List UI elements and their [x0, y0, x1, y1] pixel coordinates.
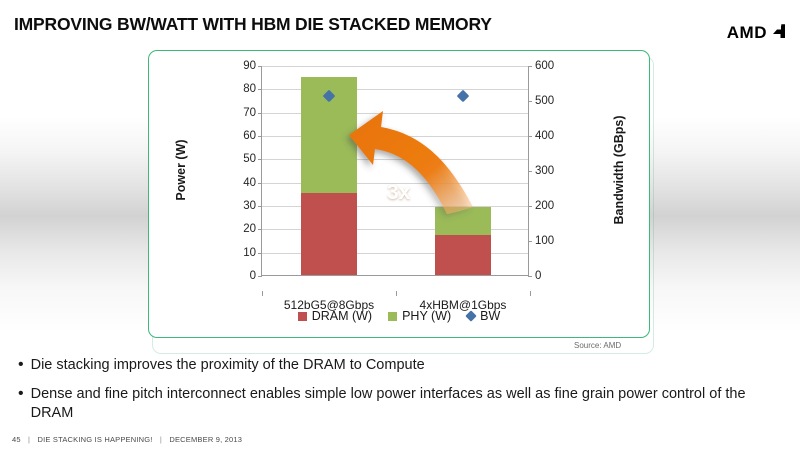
gridline	[262, 89, 528, 91]
footer-separator-1: |	[28, 435, 31, 444]
y-axis-right-tick-mark	[528, 276, 532, 277]
chart-legend: DRAM (W) PHY (W) BW	[149, 309, 649, 323]
legend-swatch-icon	[388, 311, 398, 321]
y-axis-left-tick-label: 60	[243, 130, 256, 142]
y-axis-right-title: Bandwidth (GBps)	[612, 115, 626, 225]
bullet-item: • Dense and fine pitch interconnect enabl…	[18, 385, 786, 423]
y-axis-left-tick-label: 20	[243, 223, 256, 236]
y-axis-right-tick-label: 600	[535, 60, 555, 72]
y-axis-left-tick-mark	[258, 66, 262, 67]
y-axis-left-tick-label: 80	[243, 83, 256, 96]
bar-segment[interactable]	[301, 193, 357, 275]
amd-arrow-icon	[769, 22, 786, 44]
page-title: IMPROVING BW/WATT WITH HBM DIE STACKED M…	[14, 14, 492, 34]
y-axis-right-tick-mark	[528, 136, 532, 137]
y-axis-left-tick-mark	[258, 112, 262, 114]
y-axis-left-tick-mark	[258, 182, 262, 184]
bullet-text: Die stacking improves the proximity of t…	[30, 357, 425, 373]
y-axis-left-tick-mark	[258, 206, 262, 207]
y-axis-right-tick-mark	[528, 206, 532, 207]
y-axis-left-tick-mark	[258, 229, 262, 231]
y-axis-left-tick-label: 40	[243, 176, 256, 189]
bullet-text: Dense and fine pitch interconnect enable…	[30, 386, 746, 421]
chart-container[interactable]: Power (W) Bandwidth (GBps) 0 10 20 30 40 50 60…	[148, 50, 650, 338]
footer-date: DECEMBER 9, 2013	[169, 435, 243, 444]
y-axis-right-tick-label: 0	[535, 270, 542, 282]
y-axis-left-tick-mark	[258, 89, 262, 91]
y-axis-right-tick-label: 500	[535, 95, 555, 107]
legend-label: BW	[480, 309, 501, 323]
y-axis-left-tick-mark	[258, 252, 262, 254]
x-axis-tick-mark	[262, 291, 263, 296]
footer-separator-2: |	[159, 435, 163, 444]
bar-stack[interactable]	[301, 65, 357, 275]
y-axis-right-tick-mark	[528, 101, 532, 102]
y-axis-left-title: Power (W)	[174, 139, 188, 201]
y-axis-left-tick-mark	[258, 159, 262, 161]
bar-segment[interactable]	[435, 235, 491, 275]
chart-canvas: Power (W) Bandwidth (GBps) 0 10 20 30 40 50 60…	[149, 51, 649, 337]
y-axis-left-tick-label: 70	[243, 106, 256, 119]
bullet-marker-icon: •	[18, 356, 24, 373]
y-axis-right-tick-mark	[528, 241, 532, 242]
footer-page-number: 45	[12, 435, 21, 444]
x-axis-tick-label: 4xHBM@1Gbps	[419, 298, 507, 312]
y-axis-left-tick-label: 30	[243, 200, 256, 212]
legend-diamond-icon	[465, 310, 477, 322]
y-axis-right-tick-label: 400	[535, 130, 555, 142]
legend-item[interactable]: DRAM (W)	[297, 309, 373, 323]
y-axis-right-tick-label: 200	[535, 200, 555, 212]
bullet-marker-icon: •	[18, 385, 24, 402]
legend-swatch-icon	[297, 311, 307, 321]
legend-item[interactable]: BW	[465, 309, 501, 323]
y-axis-right-tick-label: 300	[535, 165, 555, 177]
gridline	[262, 229, 528, 231]
legend-item[interactable]: PHY (W)	[388, 309, 451, 323]
bullet-item: • Die stacking improves the proximity of …	[18, 356, 786, 375]
amd-logo: AMD	[727, 22, 786, 44]
y-axis-right-tick-mark	[528, 171, 532, 172]
gridline	[262, 66, 528, 67]
slide-footer: 45 | DIE STACKING IS HAPPENING! | DECEMB…	[12, 435, 242, 444]
x-axis-tick-label: 512bG5@8Gbps	[283, 298, 375, 312]
gridline	[262, 252, 528, 254]
bullet-list: • Die stacking improves the proximity of …	[18, 356, 786, 433]
source-note: Source: AMD	[574, 341, 622, 350]
x-axis-tick-mark	[530, 291, 531, 296]
footer-deck-title: DIE STACKING IS HAPPENING!	[37, 435, 153, 444]
annotation-3x-label: 3x	[387, 181, 411, 204]
y-axis-left-tick-label: 0	[249, 270, 256, 282]
amd-logo-text: AMD	[726, 23, 767, 42]
legend-label: DRAM (W)	[311, 309, 373, 323]
y-axis-left-tick-label: 90	[243, 60, 256, 72]
y-axis-left-tick-label: 10	[243, 246, 256, 259]
y-axis-left-tick-mark	[258, 136, 262, 137]
y-axis-left-tick-label: 50	[243, 153, 256, 166]
y-axis-right-tick-mark	[528, 66, 532, 67]
bar-segment[interactable]	[435, 207, 491, 236]
legend-label: PHY (W)	[402, 309, 452, 323]
x-axis-tick-mark	[396, 291, 397, 296]
y-axis-right-tick-label: 100	[535, 235, 555, 247]
y-axis-left-tick-mark	[258, 276, 262, 277]
